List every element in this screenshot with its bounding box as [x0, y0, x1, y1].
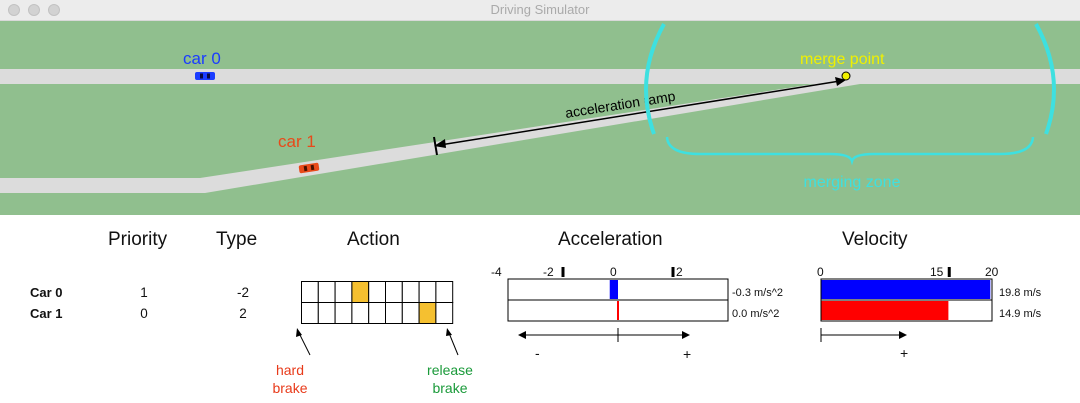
action-cell-car-1-7 — [418, 302, 437, 324]
action-cell-car-1-5 — [385, 302, 403, 324]
zoom-button[interactable] — [48, 4, 60, 16]
hard-brake-line-1: hard — [275, 362, 305, 378]
action-cell-car-0-7 — [418, 281, 437, 303]
car-1-velocity-value: 14.9 m/s — [999, 308, 1042, 320]
acc-left-arrow-icon — [518, 331, 526, 339]
acc-minus-sign: - — [535, 345, 540, 361]
status-panel: Priority Type Action Acceleration Veloci… — [0, 215, 1080, 403]
action-grid — [301, 281, 454, 324]
release-brake-arrow-icon — [446, 328, 452, 336]
car-1-priority: 0 — [140, 306, 148, 321]
hard-brake-line-2: brake — [272, 380, 308, 396]
acc-plus-sign: + — [683, 346, 692, 362]
acc-tick-label-0: 0 — [610, 265, 617, 279]
vel-right-arrow-icon — [899, 331, 907, 339]
header-type: Type — [216, 229, 258, 250]
title-bar: Driving Simulator — [0, 0, 1080, 21]
action-cell-car-0-1 — [317, 281, 336, 303]
action-cell-car-1-4 — [368, 302, 386, 324]
acc-tick-label-2: 2 — [676, 265, 683, 279]
header-acceleration: Acceleration — [558, 229, 663, 250]
merge-point-marker — [841, 71, 851, 81]
car-1-label: car 1 — [278, 132, 316, 151]
action-cell-car-1-0 — [301, 302, 319, 324]
vel-bar-car-0 — [821, 280, 991, 299]
vel-tick-label-0: 0 — [817, 265, 824, 279]
acc-axis-marker — [671, 267, 675, 277]
action-cell-car-1-8 — [435, 302, 454, 324]
action-cell-car-0-3 — [351, 281, 370, 303]
car-0-label: car 0 — [183, 49, 221, 68]
release-brake-line-2: brake — [432, 380, 468, 396]
action-cell-car-0-6 — [401, 281, 420, 303]
release-brake-annotation: release brake — [415, 361, 485, 397]
acc-bar-car-1 — [617, 301, 619, 320]
car-0-icon — [195, 72, 215, 80]
acc-tick-label-neg2: -2 — [543, 265, 554, 279]
vel-axis-marker — [947, 267, 951, 277]
acc-axis-marker — [561, 267, 565, 277]
merging-zone-left-arc — [644, 23, 666, 135]
action-cell-car-1-6 — [401, 302, 420, 324]
release-brake-line-1: release — [427, 362, 473, 378]
vel-plus-sign: + — [900, 345, 909, 361]
acc-bar-car-0 — [609, 280, 618, 299]
action-cell-car-0-4 — [368, 281, 386, 303]
minimize-button[interactable] — [28, 4, 40, 16]
action-cell-car-0-0 — [301, 281, 319, 303]
car-1-type: 2 — [239, 306, 247, 321]
acc-right-arrow-icon — [682, 331, 690, 339]
header-priority: Priority — [108, 229, 168, 250]
merging-zone-brace — [665, 136, 1035, 166]
vel-tick-label-15: 15 — [930, 265, 944, 279]
main-road — [0, 69, 1080, 84]
car-1-acceleration-value: 0.0 m/s^2 — [732, 308, 780, 320]
window-title: Driving Simulator — [490, 2, 590, 17]
road-scene: car 0 car 1 acceleration ramp merge poin… — [0, 21, 1080, 215]
car-0-velocity-value: 19.8 m/s — [999, 287, 1042, 299]
car-0-priority: 1 — [140, 285, 148, 300]
car-0-row-label: Car 0 — [30, 285, 63, 300]
action-cell-car-0-8 — [435, 281, 454, 303]
acceleration-bars — [507, 267, 729, 342]
velocity-bars — [820, 267, 993, 342]
header-velocity: Velocity — [842, 229, 908, 250]
action-cell-car-1-2 — [334, 302, 353, 324]
on-ramp-road — [0, 77, 860, 193]
action-annotation-arrows — [296, 328, 459, 356]
merge-point-label: merge point — [800, 51, 885, 68]
vel-tick-label-20: 20 — [985, 265, 999, 279]
acc-tick-label-neg4: -4 — [491, 265, 502, 279]
hard-brake-arrow-icon — [296, 328, 302, 337]
action-cell-car-0-2 — [334, 281, 353, 303]
car-0-acceleration-value: -0.3 m/s^2 — [732, 287, 784, 299]
vel-bar-car-1 — [821, 301, 949, 320]
action-cell-car-1-3 — [351, 302, 370, 324]
action-cell-car-1-1 — [317, 302, 336, 324]
hard-brake-annotation: hard brake — [260, 361, 320, 397]
car-1-row-label: Car 1 — [30, 306, 63, 321]
close-button[interactable] — [8, 4, 20, 16]
header-action: Action — [347, 229, 400, 250]
action-cell-car-0-5 — [385, 281, 403, 303]
merging-zone-right-arc — [1034, 23, 1056, 135]
merging-zone-label: merging zone — [804, 174, 901, 191]
car-1-icon — [298, 162, 320, 174]
car-0-type: -2 — [236, 285, 249, 300]
